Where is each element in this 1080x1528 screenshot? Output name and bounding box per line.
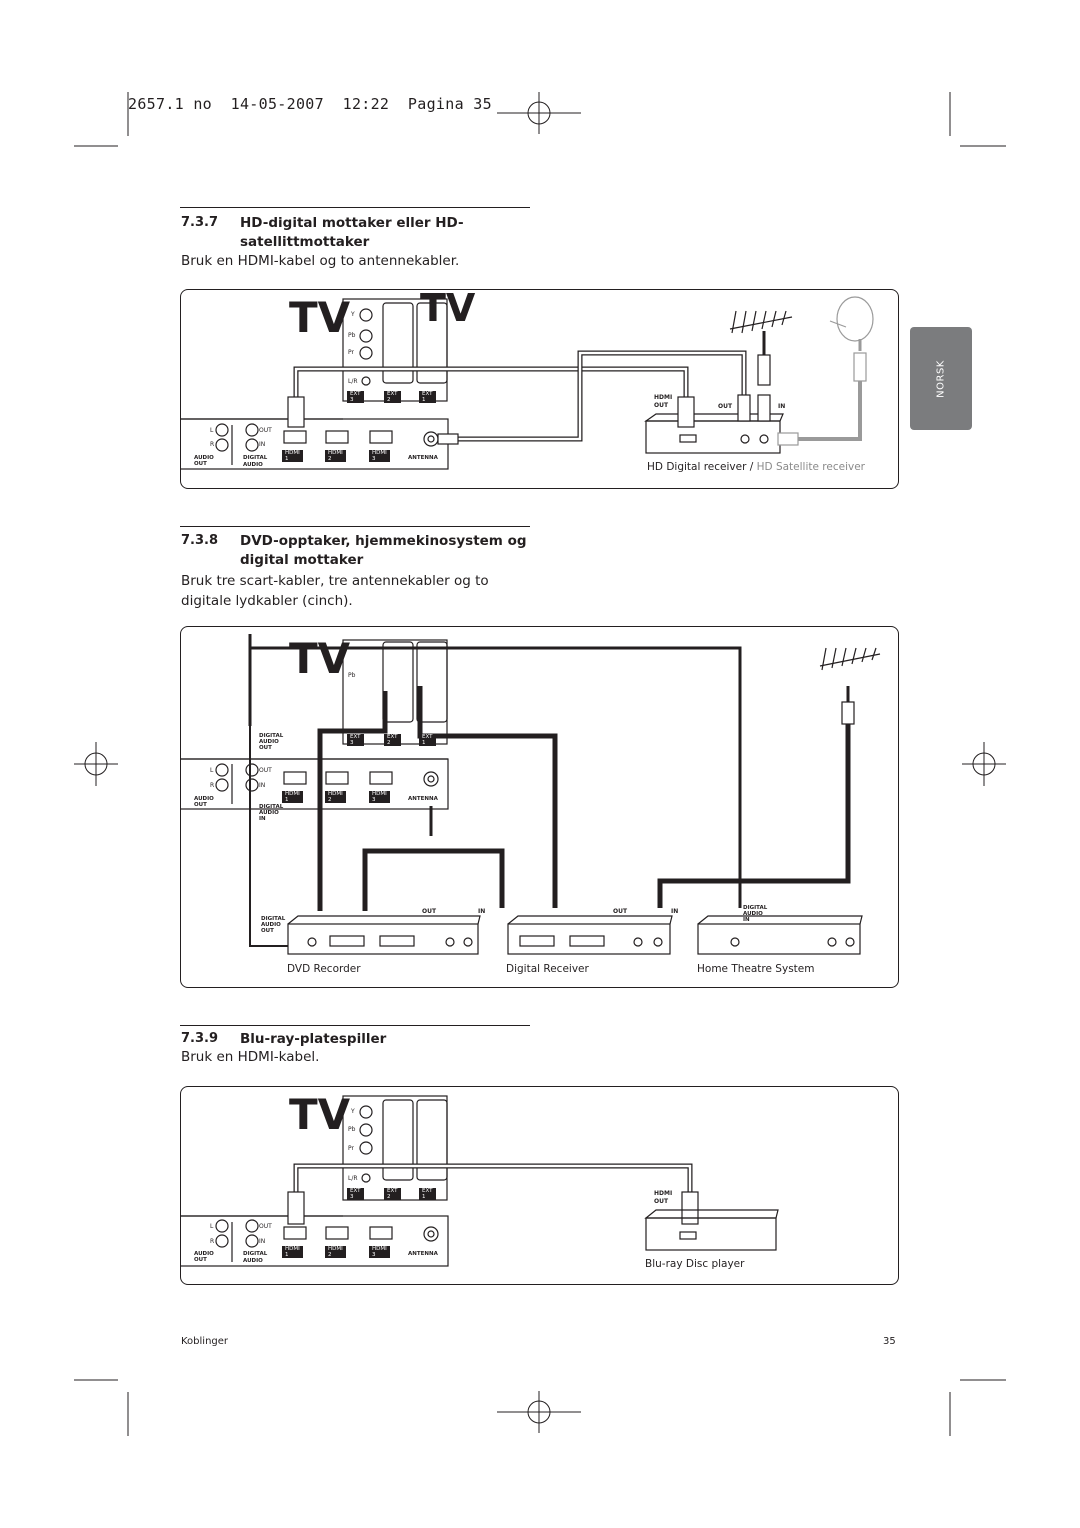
- l-label: L: [210, 1223, 214, 1230]
- hdmi2-label: HDMI 2: [325, 791, 346, 803]
- home-theatre-caption: Home Theatre System: [697, 963, 815, 975]
- ext2-label: EXT 2: [384, 391, 401, 403]
- ext3-label: EXT 3: [347, 734, 364, 746]
- digital-label: DIGITAL: [243, 455, 268, 461]
- tv-title: TV: [289, 634, 351, 683]
- receiver-in-label: IN: [671, 908, 679, 915]
- dvd-out-label: OUT: [422, 908, 437, 915]
- out-label: OUT: [259, 1223, 272, 1230]
- footer-section: Koblinger: [181, 1336, 229, 1347]
- section-number: 7.3.8: [181, 533, 219, 548]
- lr-label: L/R: [348, 1175, 358, 1182]
- tv-title: TV: [289, 1090, 351, 1139]
- ext1-label: EXT 1: [419, 1188, 436, 1200]
- section-subtitle-line2: digitale lydkabler (cinch).: [181, 593, 353, 609]
- receiver-caption-primary: HD Digital receiver /: [647, 461, 754, 473]
- tv-label: TV: [420, 289, 476, 330]
- diagram-2-art: [180, 634, 881, 955]
- hdmi3-label: HDMI 3: [369, 791, 390, 803]
- r-label: R: [210, 782, 215, 789]
- tv-digital-audio-out: DIGITAL AUDIO OUT: [259, 733, 284, 751]
- pb-label: Pb: [348, 332, 356, 339]
- section-number: 7.3.9: [181, 1031, 219, 1046]
- r-label: R: [210, 1238, 215, 1245]
- receiver-out-label: OUT: [718, 403, 733, 410]
- receiver-in-label: IN: [778, 403, 786, 410]
- header-line: 2657.1 no 14-05-2007 12:22 Pagina 35: [128, 95, 492, 113]
- dvd-recorder-caption: DVD Recorder: [287, 963, 361, 975]
- htsys-digital-audio-in: DIGITAL AUDIO IN: [743, 905, 768, 923]
- footer-page-number: 35: [883, 1336, 896, 1347]
- ext3-label: EXT 3: [347, 391, 364, 403]
- digital-label: DIGITAL: [243, 1251, 268, 1257]
- receiver-out-label: OUT: [613, 908, 628, 915]
- antenna-label: ANTENNA: [408, 796, 438, 802]
- receiver-hdmi-out-label: HDMI OUT: [654, 394, 673, 409]
- hdmi1-label: HDMI 1: [282, 1246, 303, 1258]
- tv-title: TV: [289, 293, 351, 342]
- ext2-label: EXT 2: [384, 1188, 401, 1200]
- ext1-label: EXT 1: [419, 391, 436, 403]
- ext3-label: EXT 3: [347, 1188, 364, 1200]
- ext2-label: EXT 2: [384, 734, 401, 746]
- section-title-line2: satellittmottaker: [240, 234, 370, 250]
- l-label: L: [210, 767, 214, 774]
- pr-label: Pr: [348, 349, 354, 356]
- audio-out-label: AUDIO OUT: [194, 1251, 214, 1263]
- out-label: OUT: [259, 767, 272, 774]
- audio-out-label: AUDIO OUT: [194, 455, 214, 467]
- in-label: IN: [259, 441, 266, 448]
- antenna-label: ANTENNA: [408, 455, 438, 461]
- section-subtitle-line1: Bruk tre scart-kabler, tre antennekabler…: [181, 573, 489, 589]
- diagram-3-art: [180, 1095, 779, 1267]
- antenna-label: ANTENNA: [408, 1251, 438, 1257]
- hdmi1-label: HDMI 1: [282, 450, 303, 462]
- language-tab-label: NORSK: [935, 359, 947, 398]
- hdmi2-label: HDMI 2: [325, 1246, 346, 1258]
- receiver-caption-alt: HD Satellite receiver: [756, 461, 865, 473]
- section-title-line1: HD-digital mottaker eller HD-: [240, 215, 464, 231]
- dvd-in-label: IN: [478, 908, 486, 915]
- y-label: Y: [351, 1108, 355, 1115]
- section-rule: [180, 1025, 530, 1026]
- section-number: 7.3.7: [181, 215, 219, 230]
- section-subtitle: Bruk en HDMI-kabel og to antennekabler.: [181, 253, 460, 269]
- language-tab: NORSK: [910, 327, 972, 430]
- y-label: Y: [351, 311, 355, 318]
- tv-digital-audio-in: DIGITAL AUDIO IN: [259, 804, 284, 822]
- section-subtitle: Bruk en HDMI-kabel.: [181, 1049, 320, 1065]
- out-label: OUT: [259, 427, 272, 434]
- dvd-digital-audio-out: DIGITAL AUDIO OUT: [261, 916, 286, 934]
- audio-label: AUDIO: [243, 462, 263, 468]
- ext1-label: EXT 1: [419, 734, 436, 746]
- section-title-line2: digital mottaker: [240, 552, 364, 568]
- l-label: L: [210, 427, 214, 434]
- audio-out-label: AUDIO OUT: [194, 796, 214, 808]
- section-rule: [180, 526, 530, 527]
- tv-bottom-panel: [180, 418, 449, 470]
- hdmi1-label: HDMI 1: [282, 791, 303, 803]
- receiver-caption: HD Digital receiver / HD Satellite recei…: [647, 461, 865, 473]
- hdmi2-label: HDMI 2: [325, 450, 346, 462]
- diagram-1-art: TV: [180, 289, 874, 470]
- digital-receiver-caption: Digital Receiver: [506, 963, 589, 975]
- hdmi3-label: HDMI 3: [369, 1246, 390, 1258]
- audio-label: AUDIO: [243, 1258, 263, 1264]
- pr-label: Pr: [348, 1145, 354, 1152]
- bluray-caption: Blu-ray Disc player: [645, 1258, 745, 1270]
- section-rule: [180, 207, 530, 208]
- in-label: IN: [259, 782, 266, 789]
- pb-label: Pb: [348, 672, 356, 679]
- in-label: IN: [259, 1238, 266, 1245]
- section-title-line1: Blu-ray-platespiller: [240, 1031, 387, 1047]
- section-title-line1: DVD-opptaker, hjemmekinosystem og: [240, 533, 527, 549]
- lr-label: L/R: [348, 378, 358, 385]
- r-label: R: [210, 441, 215, 448]
- pb-label: Pb: [348, 1126, 356, 1133]
- hdmi3-label: HDMI 3: [369, 450, 390, 462]
- bluray-hdmi-out-label: HDMI OUT: [654, 1190, 673, 1205]
